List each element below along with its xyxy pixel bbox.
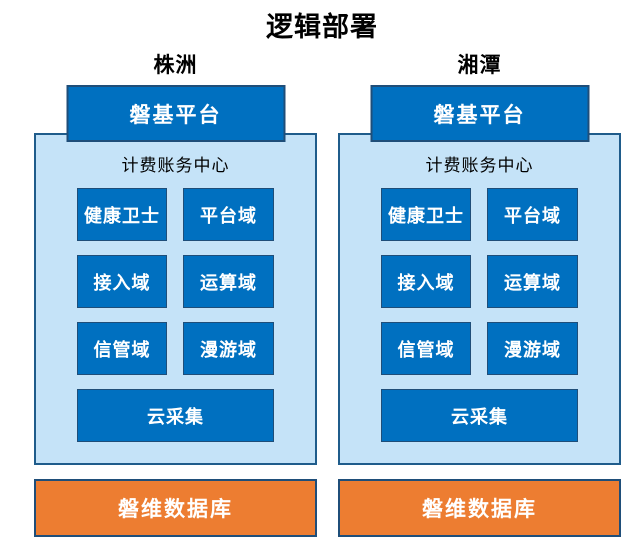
database-box: 磐维数据库 [338,479,621,537]
billing-center-panel: 计费账务中心 健康卫士 平台域 接入域 运算域 信管域 漫游域 云采集 [338,133,621,465]
domain-box: 健康卫士 [381,188,471,241]
domain-box: 接入域 [77,255,167,308]
billing-center-label: 计费账务中心 [121,156,230,175]
site-column-xiangtan: 湘潭 磐基平台 计费账务中心 健康卫士 平台域 接入域 运算域 信管域 漫游域 … [338,0,621,546]
domain-box-wide: 云采集 [381,389,578,442]
domain-box: 运算域 [487,255,578,308]
domain-box-wide: 云采集 [77,389,274,442]
diagram-title: 逻辑部署 [266,12,378,42]
domain-box: 信管域 [381,322,471,375]
database-box: 磐维数据库 [34,479,317,537]
domain-box: 健康卫士 [77,188,167,241]
billing-center-panel: 计费账务中心 健康卫士 平台域 接入域 运算域 信管域 漫游域 云采集 [34,133,317,465]
platform-box: 磐基平台 [66,85,285,142]
site-column-zhuzhou: 株洲 磐基平台 计费账务中心 健康卫士 平台域 接入域 运算域 信管域 漫游域 … [34,0,317,546]
domain-grid: 健康卫士 平台域 接入域 运算域 信管域 漫游域 [77,188,274,375]
domain-box: 平台域 [183,188,274,241]
domain-box: 平台域 [487,188,578,241]
site-name: 株洲 [153,54,198,77]
domain-grid: 健康卫士 平台域 接入域 运算域 信管域 漫游域 [381,188,578,375]
domain-box: 漫游域 [183,322,274,375]
billing-center-label: 计费账务中心 [425,156,534,175]
domain-box: 信管域 [77,322,167,375]
platform-box: 磐基平台 [370,85,589,142]
domain-box: 接入域 [381,255,471,308]
domain-box: 漫游域 [487,322,578,375]
domain-box: 运算域 [183,255,274,308]
site-name: 湘潭 [457,54,502,77]
